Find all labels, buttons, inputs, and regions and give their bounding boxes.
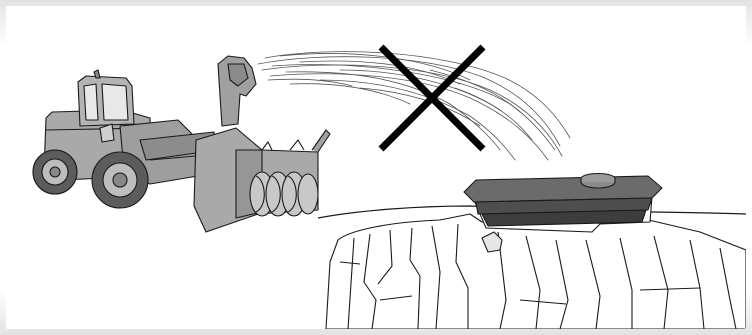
snow-spray (258, 52, 570, 160)
illustration-panel (6, 6, 746, 329)
wheel-loader-snowblower-icon (33, 56, 330, 232)
warning-illustration (6, 6, 746, 329)
buried-tank-icon (326, 174, 746, 330)
